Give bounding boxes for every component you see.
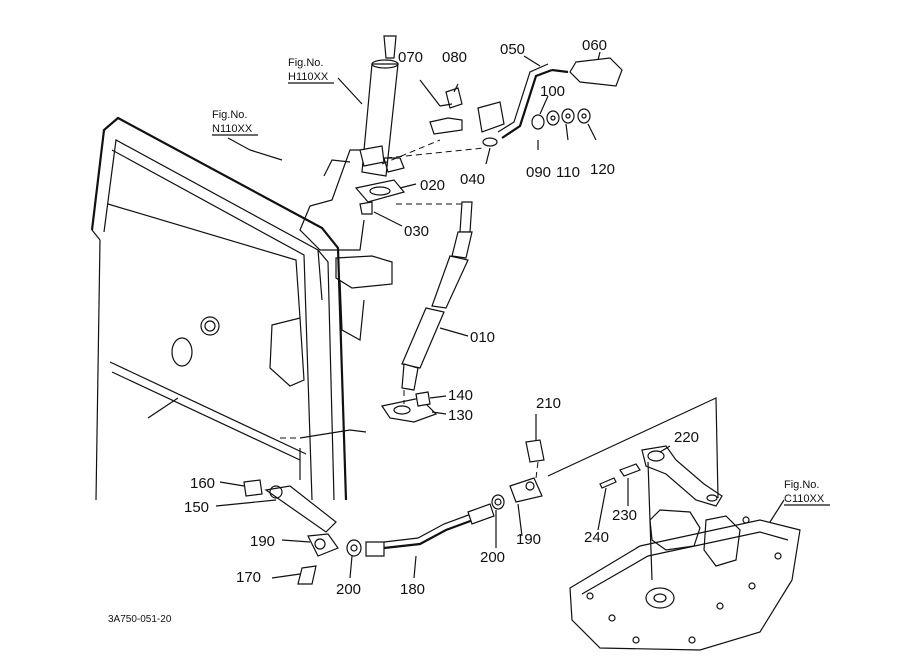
callout-140[interactable]: 140	[448, 387, 473, 404]
fig-ref-n-line2[interactable]: N110XX	[212, 123, 253, 135]
fig-ref-n-line1: Fig.No.	[212, 109, 247, 121]
callout-050[interactable]: 050	[500, 41, 525, 58]
callout-030[interactable]: 030	[404, 223, 429, 240]
steering-column	[299, 35, 399, 341]
fig-ref-h-line1: Fig.No.	[288, 57, 323, 69]
callout-240[interactable]: 240	[584, 529, 609, 546]
transmission-housing	[569, 499, 801, 651]
rod-010	[401, 201, 473, 391]
callout-120[interactable]: 120	[590, 161, 615, 178]
callout-010[interactable]: 010	[470, 329, 495, 346]
callout-060[interactable]: 060	[582, 37, 607, 54]
callout-080[interactable]: 080	[442, 49, 467, 66]
fig-ref-c-line1: Fig.No.	[784, 479, 819, 491]
callout-090[interactable]: 090	[526, 164, 551, 181]
shift-lever-assembly	[381, 57, 623, 165]
cab-frame	[90, 116, 367, 501]
callout-020[interactable]: 020	[420, 177, 445, 194]
joint-130	[381, 390, 438, 423]
callout-160[interactable]: 160	[190, 475, 215, 492]
lower-link	[243, 448, 362, 585]
callout-130[interactable]: 130	[448, 407, 473, 424]
callout-170[interactable]: 170	[236, 569, 261, 586]
callout-200-right[interactable]: 200	[480, 549, 505, 566]
leader-lines	[215, 51, 671, 579]
callout-230[interactable]: 230	[612, 507, 637, 524]
callout-100[interactable]: 100	[540, 83, 565, 100]
callout-190-left[interactable]: 190	[250, 533, 275, 550]
fig-ref-c-line2[interactable]: C110XX	[784, 493, 825, 505]
callout-190-right[interactable]: 190	[516, 531, 541, 548]
callout-040[interactable]: 040	[460, 171, 485, 188]
callout-070[interactable]: 070	[398, 49, 423, 66]
callout-150[interactable]: 150	[184, 499, 209, 516]
callout-180[interactable]: 180	[400, 581, 425, 598]
fig-ref-h-line2[interactable]: H110XX	[288, 71, 329, 83]
rod-180	[365, 439, 545, 557]
callout-200-left[interactable]: 200	[336, 581, 361, 598]
callout-220[interactable]: 220	[674, 429, 699, 446]
callout-110[interactable]: 110	[556, 164, 580, 181]
arm-220	[547, 397, 723, 581]
drawing-code: 3A750-051-20	[108, 614, 172, 625]
callout-210[interactable]: 210	[536, 395, 561, 412]
bracket-020	[354, 157, 462, 215]
